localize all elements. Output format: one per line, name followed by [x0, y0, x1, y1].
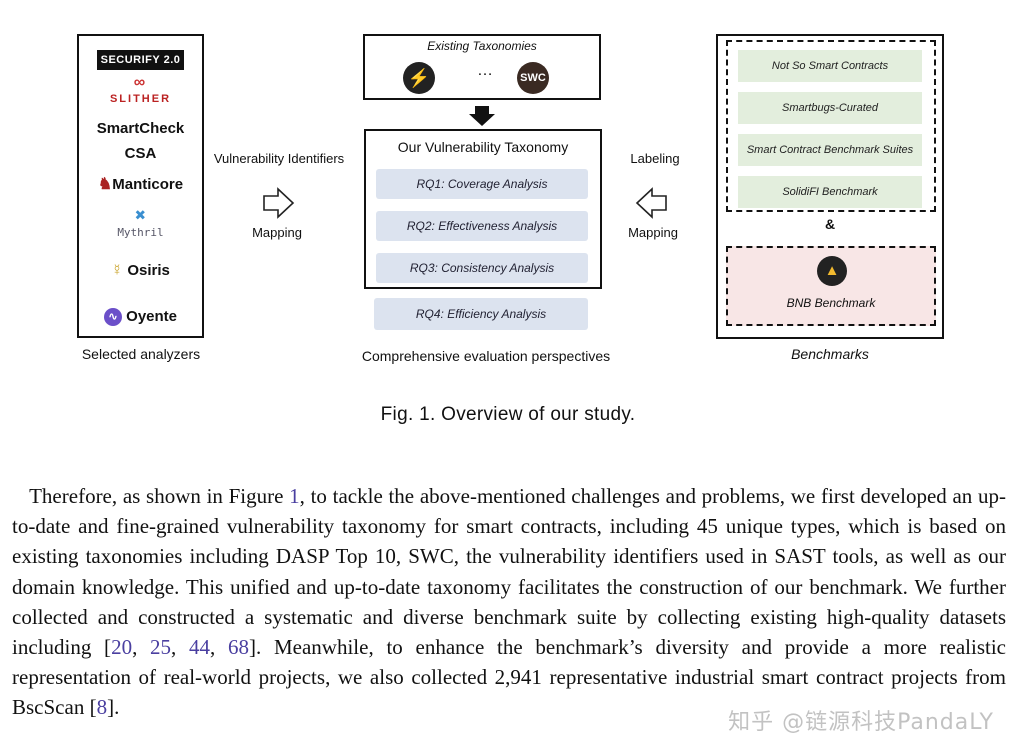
analyzer-slither-label: SLITHER [109, 93, 172, 105]
rq2-box: RQ2: Effectiveness Analysis [376, 211, 588, 241]
citation-25[interactable]: 25 [150, 635, 172, 660]
citation-20[interactable]: 20 [111, 635, 133, 660]
oyente-logo-icon: ∿ [103, 308, 122, 327]
para-text-6: ]. Meanwhile, to enhance the benchmark’s… [12, 635, 1006, 720]
dasp-logo-icon: ⚡ [403, 62, 435, 94]
citation-8[interactable]: 8 [96, 695, 108, 720]
rq3-box: RQ3: Consistency Analysis [376, 253, 588, 283]
analyzer-slither: ∞ SLITHER [79, 74, 202, 108]
citation-44[interactable]: 44 [189, 635, 211, 660]
analyzer-mythril-label: Mythril [117, 226, 164, 239]
left-mapping-label: Mapping [252, 225, 302, 240]
analyzer-manticore-label: Manticore [112, 176, 184, 193]
analyzers-label: Selected analyzers [81, 346, 201, 362]
existing-taxonomies-box: Existing Taxonomies ⚡ … SWC [363, 34, 601, 100]
rq4-box: RQ4: Efficiency Analysis [374, 298, 588, 330]
taxonomy-box: Our Vulnerability Taxonomy RQ1: Coverage… [364, 129, 602, 289]
right-mapping-label: Mapping [628, 225, 678, 240]
evaluation-perspectives-label: Comprehensive evaluation perspectives [361, 348, 611, 364]
analyzer-oyente: ∿ Oyente [79, 308, 202, 327]
vuln-identifiers-label: Vulnerability Identifiers [213, 151, 345, 166]
manticore-logo-icon: ♞ [97, 176, 113, 194]
para-text-1: Therefore, as shown in Figure [29, 484, 290, 508]
citation-68[interactable]: 68 [228, 635, 250, 660]
taxonomy-title: Our Vulnerability Taxonomy [397, 139, 569, 155]
slither-logo-icon: ∞ [133, 74, 148, 91]
benchmarks-label: Benchmarks [791, 346, 869, 362]
para-text-2: , to tackle the above-mentioned challeng… [12, 484, 1006, 660]
body-paragraph: Therefore, as shown in Figure 1, to tack… [12, 481, 1006, 723]
figure-ref-link[interactable]: 1 [289, 484, 300, 508]
analyzer-manticore: ♞Manticore [79, 176, 202, 194]
bnb-benchmark-group: ▲ BNB Benchmark [726, 246, 936, 326]
bench-solidifi: SolidiFI Benchmark [738, 176, 922, 208]
bench-suites: Smart Contract Benchmark Suites [738, 134, 922, 166]
ampersand: & [824, 216, 836, 232]
labeling-label: Labeling [630, 151, 680, 166]
bnb-benchmark-label: BNB Benchmark [786, 296, 876, 310]
rq1-box: RQ1: Coverage Analysis [376, 169, 588, 199]
bnb-logo-icon: ▲ [817, 256, 847, 286]
analyzer-csa: CSA [124, 145, 157, 162]
para-text-3: , [132, 635, 151, 660]
osiris-logo-icon: ☿ [111, 262, 124, 280]
figure-caption: Fig. 1. Overview of our study. [380, 404, 636, 425]
para-text-7: ]. [107, 695, 120, 720]
securify-logo-icon: SECURIFY 2.0 [96, 50, 185, 70]
swc-logo-icon: SWC [517, 62, 549, 94]
left-arrow-icon [635, 187, 667, 219]
public-benchmarks-group: Not So Smart Contracts Smartbugs-Curated… [726, 40, 936, 212]
existing-ellipsis: … [477, 62, 493, 79]
analyzer-securify: SECURIFY 2.0 [79, 50, 202, 70]
para-text-4: , [171, 635, 190, 660]
mythril-logo-icon: ✖ [135, 205, 146, 226]
analyzer-mythril: ✖ Mythril [79, 205, 202, 242]
bench-not-so-smart: Not So Smart Contracts [738, 50, 922, 82]
right-arrow-icon [263, 187, 295, 219]
existing-taxonomies-title: Existing Taxonomies [427, 39, 537, 53]
para-text-5: , [210, 635, 229, 660]
analyzer-smartcheck: SmartCheck [96, 120, 185, 137]
benchmarks-panel: Not So Smart Contracts Smartbugs-Curated… [716, 34, 944, 339]
bench-smartbugs: Smartbugs-Curated [738, 92, 922, 124]
watermark: 知乎 @链源科技PandaLY [728, 710, 994, 735]
down-arrow-icon [469, 106, 495, 126]
analyzers-panel: SECURIFY 2.0 ∞ SLITHER SmartCheck CSA ♞M… [77, 34, 204, 338]
analyzer-osiris: ☿ Osiris [79, 262, 202, 280]
analyzer-oyente-label: Oyente [126, 308, 178, 325]
analyzer-osiris-label: Osiris [127, 262, 170, 279]
